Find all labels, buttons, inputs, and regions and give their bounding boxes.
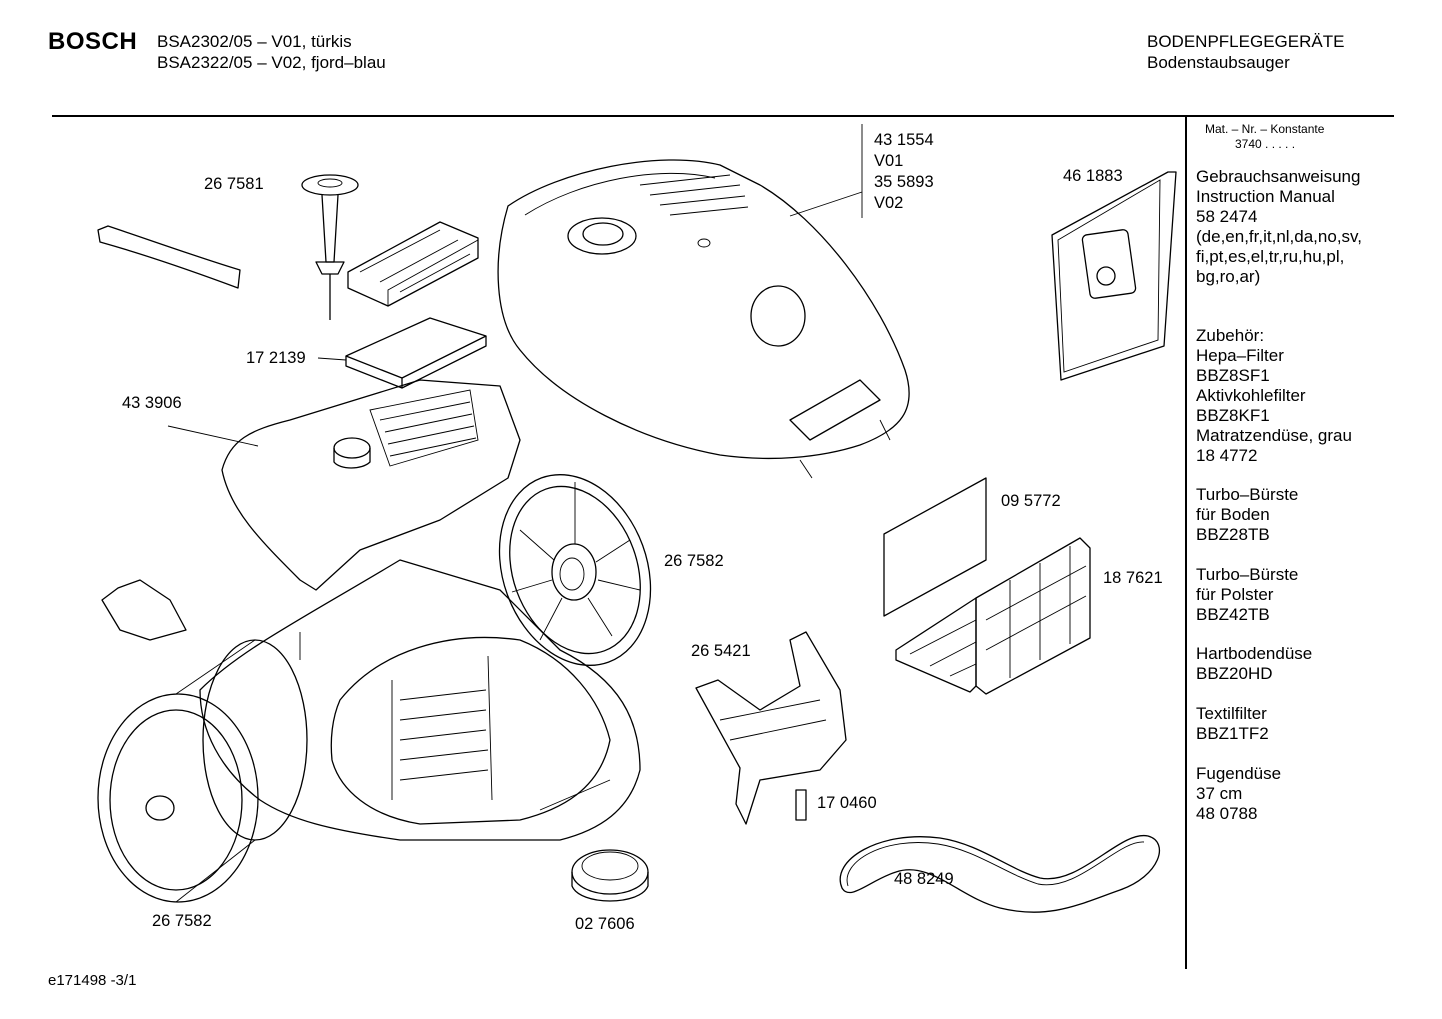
category-line-1: BODENPFLEGEGERÄTE xyxy=(1147,32,1345,51)
header-divider xyxy=(52,115,1394,117)
part-label-holder: 26 7581 xyxy=(204,175,264,193)
filter-pad-drawing xyxy=(345,317,487,389)
textil-line: BBZ1TF2 xyxy=(1196,724,1269,743)
matnr-block: Mat. – Nr. – Konstante 3740 . . . . . xyxy=(1205,122,1324,152)
fugen-line: Fugendüse xyxy=(1196,764,1282,783)
manual-block: Gebrauchsanweisung Instruction Manual 58… xyxy=(1196,167,1362,287)
textil-line: Textilfilter xyxy=(1196,704,1267,723)
fugen-line: 48 0788 xyxy=(1196,804,1258,823)
hartboden-block: Hartbodendüse BBZ20HD xyxy=(1196,644,1312,684)
part-label-filter-frame: 18 7621 xyxy=(1103,569,1163,587)
accessories-line: 18 4772 xyxy=(1196,446,1258,465)
part-label-ring: 02 7606 xyxy=(575,915,635,933)
category-line-2: Bodenstaubsauger xyxy=(1147,53,1290,72)
manual-line: 58 2474 xyxy=(1196,207,1258,226)
manual-line: Instruction Manual xyxy=(1196,187,1335,206)
part-label-housing-v01: V01 xyxy=(874,152,904,170)
manual-line: bg,ro,ar) xyxy=(1196,267,1261,286)
wheel-left-drawing xyxy=(97,639,308,903)
fugen-line: 37 cm xyxy=(1196,784,1243,803)
part-label-wheel-left: 26 7582 xyxy=(152,912,212,930)
filter-frame-drawing xyxy=(895,537,1091,695)
accessories-line: Aktivkohlefilter xyxy=(1196,386,1306,405)
leader-lines xyxy=(167,124,863,447)
textil-block: Textilfilter BBZ1TF2 xyxy=(1196,704,1269,744)
sidebar-divider xyxy=(1185,117,1187,969)
wheel-right-drawing xyxy=(498,474,652,666)
part-label-housing-ref-2: 35 5893 xyxy=(874,173,934,191)
part-label-small-part: 17 0460 xyxy=(817,794,877,812)
filter-sheet-drawing xyxy=(883,477,987,617)
part-label-housing-ref: 43 1554 xyxy=(874,131,934,149)
manual-line: fi,pt,es,el,tr,ru,hu,pl, xyxy=(1196,247,1345,266)
part-label-housing-v02: V02 xyxy=(874,194,904,212)
turbo-polster-line: für Polster xyxy=(1196,585,1274,604)
base-body-drawing xyxy=(101,559,641,841)
sealing-strip-drawing xyxy=(97,225,241,289)
accessories-line: Matratzendüse, grau xyxy=(1196,426,1352,445)
model-line-1: BSA2302/05 – V01, türkis xyxy=(157,32,352,51)
holder-pin-drawing xyxy=(301,174,359,320)
accessories-line: BBZ8KF1 xyxy=(1196,406,1270,425)
matnr-title: Mat. – Nr. – Konstante xyxy=(1205,122,1325,136)
matnr-value: 3740 . . . . . xyxy=(1235,137,1296,151)
document-id: e171498 -3/1 xyxy=(48,972,137,989)
brand-logo: BOSCH xyxy=(48,28,138,55)
hartboden-line: Hartbodendüse xyxy=(1196,644,1313,663)
small-part-drawing xyxy=(795,789,807,821)
category-block: BODENPFLEGEGERÄTE Bodenstaubsauger xyxy=(1147,31,1344,73)
accessories-line: Zubehör: xyxy=(1196,326,1265,345)
accessories-line: Hepa–Filter xyxy=(1196,346,1284,365)
housing-part-labels: 43 1554 V01 35 5893 V02 xyxy=(874,130,934,214)
bracket-drawing xyxy=(695,631,847,825)
turbo-boden-line: für Boden xyxy=(1196,505,1270,524)
manual-line: (de,en,fr,it,nl,da,no,sv, xyxy=(1196,227,1362,246)
ring-drawing xyxy=(571,849,649,902)
filter-cassette-drawing xyxy=(347,221,479,307)
part-label-wheel-right: 26 7582 xyxy=(664,552,724,570)
belt-drawing xyxy=(839,835,1161,913)
fugen-block: Fugendüse 37 cm 48 0788 xyxy=(1196,764,1281,824)
part-label-top-frame: 43 3906 xyxy=(122,394,182,412)
hartboden-line: BBZ20HD xyxy=(1196,664,1273,683)
turbo-boden-line: BBZ28TB xyxy=(1196,525,1270,544)
turbo-polster-line: BBZ42TB xyxy=(1196,605,1270,624)
turbo-polster-line: Turbo–Bürste xyxy=(1196,565,1299,584)
part-label-belt: 48 8249 xyxy=(894,870,954,888)
model-list: BSA2302/05 – V01, türkis BSA2322/05 – V0… xyxy=(157,31,386,73)
accessories-line: BBZ8SF1 xyxy=(1196,366,1270,385)
dust-bag-drawing xyxy=(1051,171,1177,381)
model-line-2: BSA2322/05 – V02, fjord–blau xyxy=(157,53,386,72)
accessories-block: Zubehör: Hepa–Filter BBZ8SF1 Aktivkohlef… xyxy=(1196,326,1352,466)
part-label-bag: 46 1883 xyxy=(1063,167,1123,185)
part-label-filter-sheet: 09 5772 xyxy=(1001,492,1061,510)
top-frame-drawing xyxy=(221,379,521,591)
manual-line: Gebrauchsanweisung xyxy=(1196,167,1361,186)
turbo-polster-block: Turbo–Bürste für Polster BBZ42TB xyxy=(1196,565,1298,625)
housing-cover-drawing xyxy=(497,159,910,479)
part-label-filter-pad: 17 2139 xyxy=(246,349,306,367)
turbo-boden-line: Turbo–Bürste xyxy=(1196,485,1299,504)
turbo-boden-block: Turbo–Bürste für Boden BBZ28TB xyxy=(1196,485,1298,545)
part-label-bracket: 26 5421 xyxy=(691,642,751,660)
